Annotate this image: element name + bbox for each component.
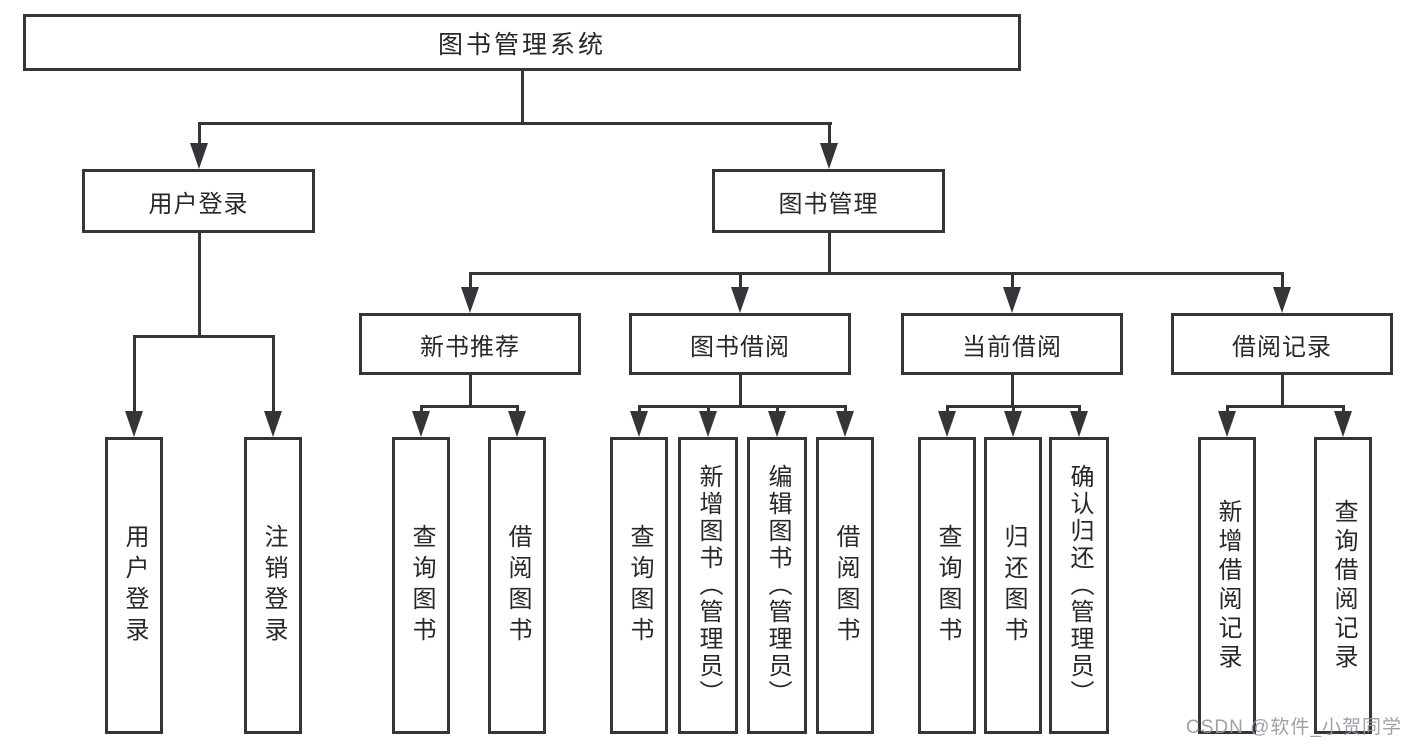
node-label: 查询图书 <box>408 523 435 648</box>
connector-book-mgmt-stem <box>827 233 831 275</box>
connector-to-borrow-record <box>1280 273 1284 289</box>
node-leaf-query-borrow-record: 查询借阅记录 <box>1314 437 1372 734</box>
arrow-down-icon <box>1273 287 1291 313</box>
arrow-down-icon <box>820 143 838 169</box>
node-leaf-user-login: 用户登录 <box>105 437 163 734</box>
node-label: 归还图书 <box>1000 523 1027 648</box>
node-leaf-borrow-book-rec: 借阅图书 <box>488 437 546 734</box>
node-book-borrowing: 图书借阅 <box>629 313 851 375</box>
node-label: 用户登录 <box>148 190 249 218</box>
connector-to-leaf-logout <box>271 336 275 413</box>
node-leaf-return-book: 归还图书 <box>984 437 1042 734</box>
node-label: 新增借阅记录 <box>1214 498 1241 673</box>
node-leaf-add-borrow-record: 新增借阅记录 <box>1198 437 1256 734</box>
csdn-watermark: CSDN @软件_小贺同学 <box>1186 717 1402 738</box>
connector-to-book-borrow <box>738 273 742 289</box>
node-label: 查询图书 <box>934 523 961 648</box>
arrow-down-icon <box>836 411 854 437</box>
node-label: 用户登录 <box>121 523 148 648</box>
arrow-down-icon <box>731 287 749 313</box>
connector-to-book-mgmt <box>827 123 831 145</box>
node-label: 确认归还（管理员） <box>1066 464 1093 707</box>
node-new-book-recommend: 新书推荐 <box>359 313 581 375</box>
connector-to-current-borrow <box>1010 273 1014 289</box>
arrow-down-icon <box>125 411 143 437</box>
connector-new-book-rec-stem <box>468 375 472 408</box>
node-leaf-add-book-admin: 新增图书（管理员） <box>678 437 738 734</box>
arrow-down-icon <box>630 411 648 437</box>
node-current-borrowing: 当前借阅 <box>901 313 1123 375</box>
node-label: 注销登录 <box>260 523 287 648</box>
node-label: 查询借阅记录 <box>1330 498 1357 673</box>
node-label: 编辑图书（管理员） <box>764 464 791 707</box>
connector-book-borrow-split <box>637 404 847 408</box>
connector-borrow-record-split <box>1225 404 1345 408</box>
connector-leaf <box>843 406 847 413</box>
node-label: 新增图书（管理员） <box>695 464 722 707</box>
connector-to-user-login <box>197 123 201 145</box>
arrow-down-icon <box>1070 411 1088 437</box>
node-book-management: 图书管理 <box>712 169 945 233</box>
node-label: 借阅图书 <box>832 523 859 648</box>
arrow-down-icon <box>190 143 208 169</box>
node-user-login: 用户登录 <box>82 169 315 233</box>
node-label: 图书管理 <box>778 190 879 218</box>
connector-user-login-stem <box>197 233 201 338</box>
arrow-down-icon <box>699 411 717 437</box>
connector-leaf <box>1225 406 1229 413</box>
connector-borrow-record-stem <box>1280 375 1284 408</box>
node-root-library-system: 图书管理系统 <box>23 14 1021 71</box>
node-label: 当前借阅 <box>962 333 1062 361</box>
connector-leaf <box>706 406 710 413</box>
connector-book-borrow-stem <box>738 375 742 408</box>
arrow-down-icon <box>1004 411 1022 437</box>
connector-to-leaf-user-login <box>132 336 136 413</box>
connector-leaf <box>945 406 949 413</box>
node-label: 查询图书 <box>626 523 653 648</box>
node-leaf-query-book-rec: 查询图书 <box>392 437 450 734</box>
arrow-down-icon <box>508 411 526 437</box>
connector-leaf <box>419 406 423 413</box>
connector-book-mgmt-split <box>468 271 1284 275</box>
connector-leaf <box>775 406 779 413</box>
arrow-down-icon <box>1218 411 1236 437</box>
node-leaf-query-book-cb: 查询图书 <box>918 437 976 734</box>
connector-leaf <box>1077 406 1081 413</box>
node-label: 图书借阅 <box>690 333 790 361</box>
arrow-down-icon <box>1003 287 1021 313</box>
connector-leaf <box>637 406 641 413</box>
node-label: 借阅记录 <box>1232 333 1332 361</box>
connector-leaf <box>1341 406 1345 413</box>
node-leaf-logout: 注销登录 <box>244 437 302 734</box>
node-leaf-confirm-return-admin: 确认归还（管理员） <box>1049 437 1109 734</box>
node-borrowing-records: 借阅记录 <box>1171 313 1393 375</box>
arrow-down-icon <box>768 411 786 437</box>
arrow-down-icon <box>938 411 956 437</box>
node-label: 借阅图书 <box>504 523 531 648</box>
connector-leaf <box>1011 406 1015 413</box>
node-leaf-query-book-bb: 查询图书 <box>610 437 668 734</box>
arrow-down-icon <box>412 411 430 437</box>
connector-root-split <box>197 121 832 125</box>
connector-current-borrow-stem <box>1010 375 1014 408</box>
node-label: 新书推荐 <box>420 333 520 361</box>
connector-to-new-book-rec <box>468 273 472 289</box>
arrow-down-icon <box>1334 411 1352 437</box>
arrow-down-icon <box>264 411 282 437</box>
connector-new-book-rec-split <box>419 404 519 408</box>
node-leaf-borrow-book-bb: 借阅图书 <box>816 437 874 734</box>
connector-root-stem <box>520 69 524 125</box>
connector-leaf <box>515 406 519 413</box>
node-label: 图书管理系统 <box>437 30 606 59</box>
node-leaf-edit-book-admin: 编辑图书（管理员） <box>747 437 807 734</box>
arrow-down-icon <box>461 287 479 313</box>
connector-user-login-split <box>132 334 275 338</box>
